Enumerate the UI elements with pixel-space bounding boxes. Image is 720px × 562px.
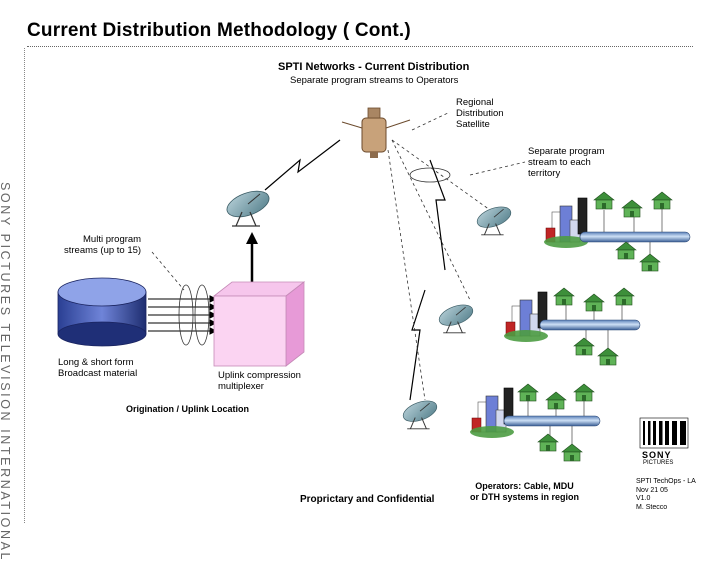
headend-1 <box>543 191 691 272</box>
logo-brand: SONY <box>642 450 672 460</box>
stream-bundle-ring-2 <box>194 284 210 346</box>
title-rule <box>27 46 693 47</box>
operators-label: Operators: Cable, MDU or DTH systems in … <box>470 481 580 502</box>
side-divider <box>24 48 25 523</box>
uplink-arrow <box>246 232 258 282</box>
satellite-label: Regional Distribution Satellite <box>456 97 504 130</box>
logo-sub: PICTURES <box>643 460 674 466</box>
broadcast-material-icon <box>57 277 147 347</box>
material-label: Long & short form Broadcast material <box>58 357 138 379</box>
multi-program-label: Multi program streams (up to 15) <box>64 234 142 256</box>
slide-title: Current Distribution Methodology ( Cont.… <box>27 20 411 41</box>
downlink-dashes <box>387 111 526 401</box>
logo-caption: SPTI TechOps - LA Nov 21 05 V1.0 M. Stec… <box>636 478 696 511</box>
receive-dish-3-icon <box>399 396 441 430</box>
receive-dish-1-icon <box>473 202 515 236</box>
confidential-label: Proprictary and Confidential <box>300 494 435 505</box>
satellite-icon <box>341 107 411 158</box>
separate-stream-label: Separate program stream to each territor… <box>528 146 605 179</box>
sony-logo-graphic <box>639 417 689 449</box>
headend-2 <box>503 287 641 366</box>
headend-3 <box>469 383 601 462</box>
diagram-header-title: SPTI Networks - Current Distribution <box>278 61 470 73</box>
uplink-label: Uplink compression multiplexer <box>218 370 301 392</box>
stream-bundle-ring-1 <box>178 284 194 346</box>
uplink-dish-icon <box>222 185 274 227</box>
uplink-multiplexer-icon <box>212 281 306 367</box>
origination-label: Origination / Uplink Location <box>126 404 249 414</box>
uplink-lightning <box>264 139 446 401</box>
downlink-ring <box>409 167 451 183</box>
program-stream-arrows <box>148 295 218 335</box>
distribution-diagram <box>57 107 691 462</box>
receive-dish-2-icon <box>435 300 477 334</box>
multi-program-pointer <box>151 251 185 291</box>
diagram-header-subtitle: Separate program streams to Operators <box>290 75 459 86</box>
